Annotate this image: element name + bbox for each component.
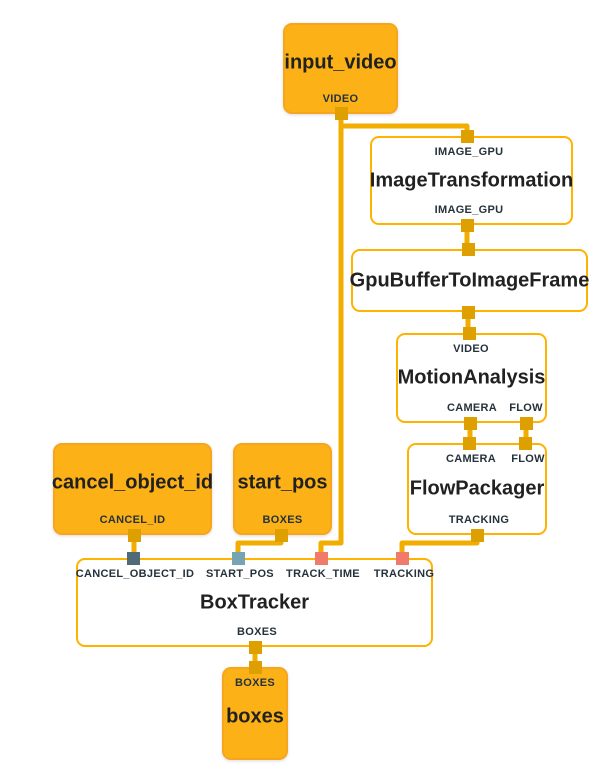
node-motion-analysis[interactable]: VIDEO MotionAnalysis CAMERA FLOW [396, 333, 547, 423]
port-boxtracker-tracking-in[interactable] [395, 551, 409, 565]
node-start-pos[interactable]: start_pos BOXES [233, 443, 332, 535]
node-cancel-object-id[interactable]: cancel_object_id CANCEL_ID [51, 443, 214, 535]
node-title: cancel_object_id [51, 471, 214, 494]
port-motionanalysis-video-in[interactable] [462, 326, 476, 340]
port-label-boxes-out: BOXES [236, 626, 278, 638]
port-imagetransformation-image-gpu-in[interactable] [460, 129, 474, 143]
node-boxes[interactable]: BOXES boxes [222, 667, 288, 760]
node-flow-packager[interactable]: CAMERA FLOW FlowPackager TRACKING [407, 443, 547, 535]
node-title: GpuBufferToImageFrame [349, 269, 590, 291]
port-label-track-time-in: TRACK_TIME [286, 568, 360, 580]
port-boxtracker-boxes-out[interactable] [248, 640, 262, 654]
node-title: input_video [284, 51, 397, 73]
node-title: ImageTransformation [369, 169, 574, 191]
port-label-video: VIDEO [322, 93, 359, 105]
port-label-video-in: VIDEO [453, 343, 489, 355]
port-flowpackager-flow-in[interactable] [518, 436, 532, 450]
port-label-camera-in: CAMERA [445, 453, 497, 465]
node-title: FlowPackager [409, 477, 545, 500]
port-boxtracker-track-time-in[interactable] [314, 551, 328, 565]
port-label-cancel-object-id-in: CANCEL_OBJECT_ID [75, 568, 195, 580]
port-boxes-boxes-in[interactable] [248, 660, 262, 674]
port-label-tracking-in: TRACKING [373, 568, 435, 580]
port-cancel-object-id-cancel-id-out[interactable] [127, 528, 141, 542]
edge-flowpackager-tracking-to-boxtracker[interactable] [399, 534, 480, 560]
port-label-cancel-id: CANCEL_ID [99, 514, 166, 526]
port-motionanalysis-flow-out[interactable] [519, 416, 533, 430]
port-gpubuffer-out[interactable] [461, 305, 475, 319]
port-boxtracker-start-pos-in[interactable] [231, 551, 245, 565]
port-label-flow-out: FLOW [509, 402, 543, 414]
port-label-camera-out: CAMERA [446, 402, 498, 414]
node-title: start_pos [237, 471, 328, 494]
port-gpubuffer-in[interactable] [461, 242, 475, 256]
port-motionanalysis-camera-out[interactable] [463, 416, 477, 430]
node-input-video[interactable]: input_video VIDEO [283, 23, 398, 114]
port-label-start-pos-in: START_POS [206, 568, 274, 580]
port-flowpackager-tracking-out[interactable] [470, 528, 484, 542]
port-label-tracking-out: TRACKING [448, 514, 510, 526]
port-input-video-video-out[interactable] [334, 106, 348, 120]
port-label-image-gpu-in: IMAGE_GPU [434, 146, 504, 158]
port-start-pos-boxes-out[interactable] [274, 528, 288, 542]
node-title: MotionAnalysis [397, 366, 546, 389]
node-title: BoxTracker [200, 591, 309, 613]
node-box-tracker[interactable]: CANCEL_OBJECT_ID START_POS TRACK_TIME TR… [75, 558, 435, 647]
node-gpu-buffer-to-image-frame[interactable]: GpuBufferToImageFrame [349, 249, 590, 312]
port-label-image-gpu-out: IMAGE_GPU [434, 204, 504, 216]
port-label-flow-in: FLOW [511, 453, 545, 465]
port-label-boxes-in: BOXES [234, 677, 276, 689]
port-label-boxes-out: BOXES [262, 514, 303, 526]
port-flowpackager-camera-in[interactable] [462, 436, 476, 450]
node-title: boxes [226, 705, 284, 727]
port-imagetransformation-image-gpu-out[interactable] [460, 218, 474, 232]
port-boxtracker-cancel-object-id-in[interactable] [126, 551, 140, 565]
node-image-transformation[interactable]: IMAGE_GPU ImageTransformation IMAGE_GPU [370, 136, 573, 225]
